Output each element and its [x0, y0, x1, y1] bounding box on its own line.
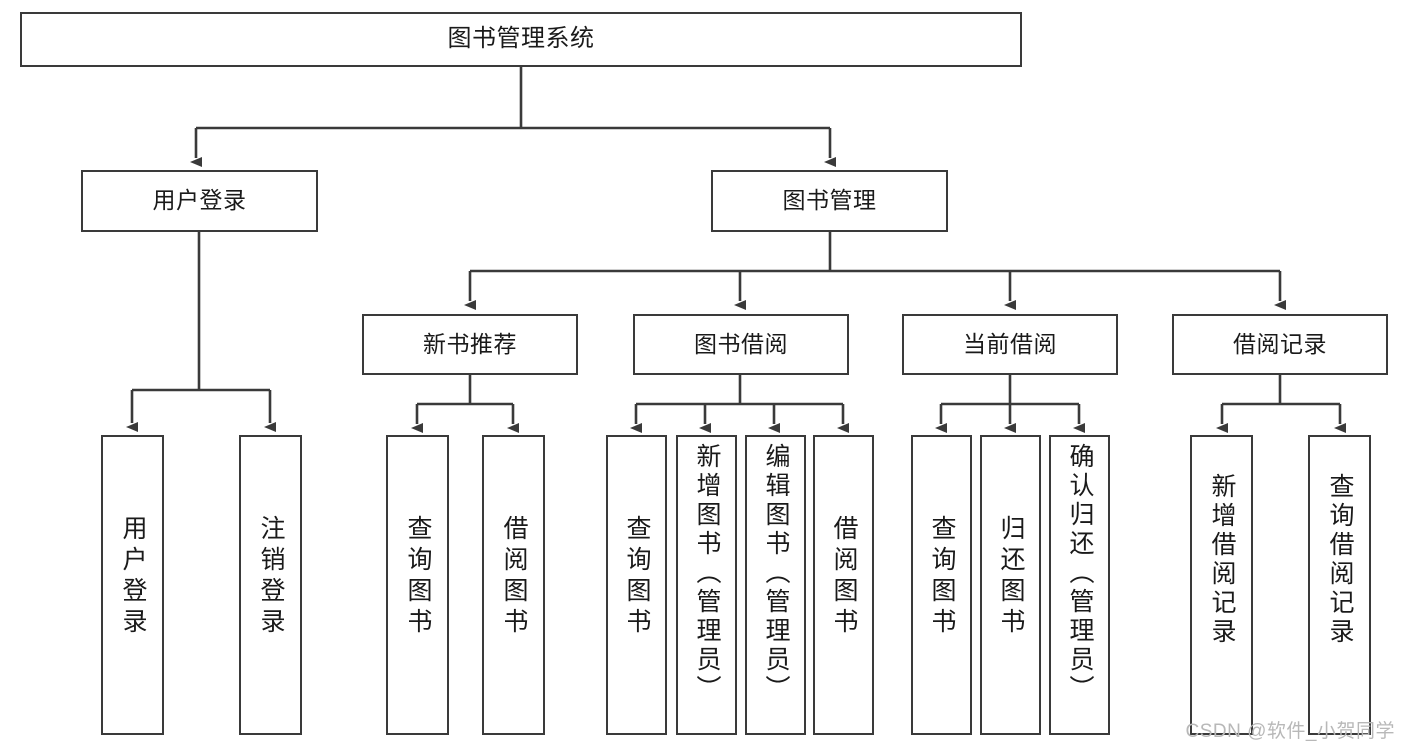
node-user-login[interactable]: 用户登录 — [81, 170, 318, 232]
leaf-logout[interactable]: 注销登录 — [239, 435, 302, 735]
leaf-query-book-current[interactable]: 查询图书 — [911, 435, 972, 735]
leaf-edit-book-admin[interactable]: 编辑图书（管理员） — [745, 435, 806, 735]
leaf-user-login[interactable]: 用户登录 — [101, 435, 164, 735]
node-label: 借阅记录 — [1233, 330, 1327, 357]
node-label: 归还图书 — [997, 515, 1025, 639]
csdn-watermark: CSDN @软件_小贺同学 — [1185, 721, 1395, 742]
node-book-borrow[interactable]: 图书借阅 — [633, 314, 849, 375]
leaf-borrow-book-recommend[interactable]: 借阅图书 — [482, 435, 545, 735]
leaf-query-book-recommend[interactable]: 查询图书 — [386, 435, 449, 735]
node-label: 查询图书 — [623, 515, 651, 639]
node-label: 图书管理 — [782, 187, 877, 214]
node-label: 新增图书（管理员） — [693, 443, 721, 704]
node-label: 图书借阅 — [694, 330, 788, 357]
node-book-management[interactable]: 图书管理 — [711, 170, 948, 232]
node-label: 新书推荐 — [423, 330, 517, 357]
node-label: 查询图书 — [928, 515, 956, 639]
node-label: 新增借阅记录 — [1208, 473, 1236, 647]
node-label: 查询借阅记录 — [1326, 473, 1354, 647]
node-label: 当前借阅 — [963, 330, 1057, 357]
leaf-confirm-return-admin[interactable]: 确认归还（管理员） — [1049, 435, 1110, 735]
node-new-book-recommend[interactable]: 新书推荐 — [362, 314, 578, 375]
node-label: 借阅图书 — [830, 515, 858, 639]
node-label: 确认归还（管理员） — [1066, 443, 1094, 704]
node-current-borrow[interactable]: 当前借阅 — [902, 314, 1118, 375]
node-label: 用户登录 — [119, 515, 147, 639]
leaf-query-book-borrow[interactable]: 查询图书 — [606, 435, 667, 735]
leaf-borrow-book[interactable]: 借阅图书 — [813, 435, 874, 735]
leaf-add-book-admin[interactable]: 新增图书（管理员） — [676, 435, 737, 735]
leaf-return-book[interactable]: 归还图书 — [980, 435, 1041, 735]
node-label: 查询图书 — [404, 515, 432, 639]
leaf-query-borrow-record[interactable]: 查询借阅记录 — [1308, 435, 1371, 735]
leaf-add-borrow-record[interactable]: 新增借阅记录 — [1190, 435, 1253, 735]
node-label: 编辑图书（管理员） — [762, 443, 790, 704]
node-root-system[interactable]: 图书管理系统 — [20, 12, 1022, 67]
node-label: 借阅图书 — [500, 515, 528, 639]
node-label: 图书管理系统 — [447, 25, 595, 53]
node-borrow-record[interactable]: 借阅记录 — [1172, 314, 1388, 375]
node-label: 用户登录 — [152, 187, 247, 214]
node-label: 注销登录 — [257, 515, 285, 639]
